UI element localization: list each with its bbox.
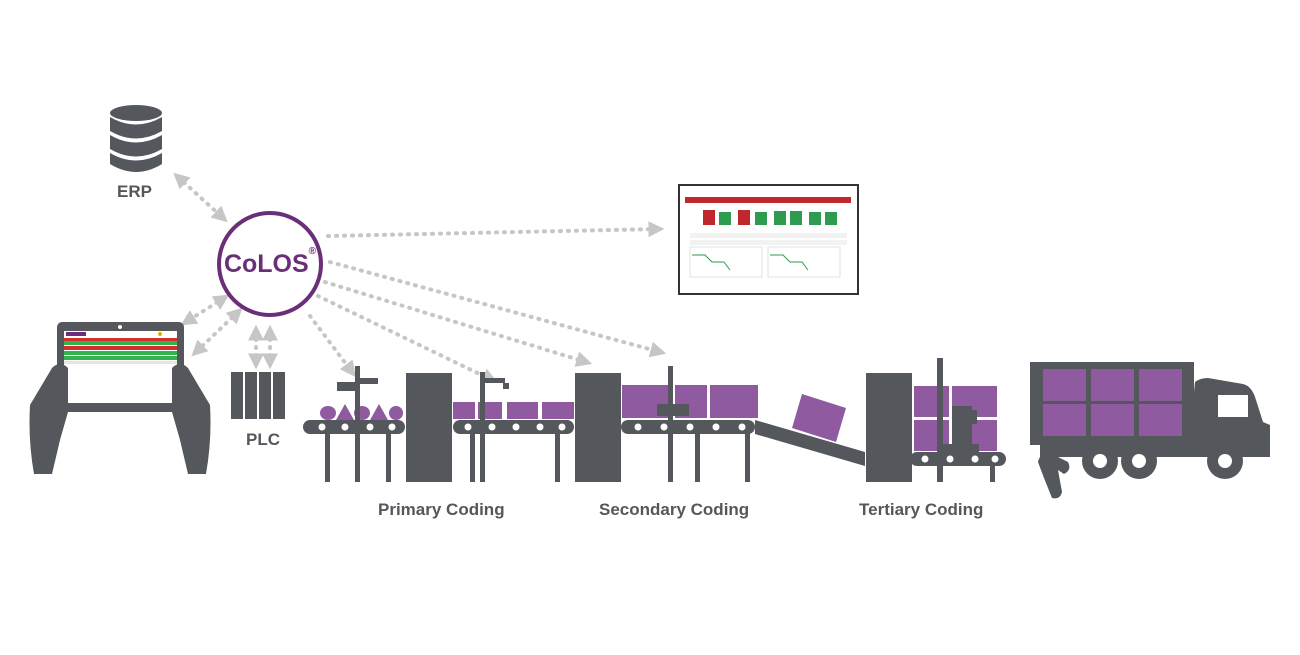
tertiary-coding-label: Tertiary Coding: [859, 500, 984, 519]
colos-logo-text: CoLOS®: [223, 245, 317, 278]
registered-mark: ®: [308, 245, 317, 257]
primary-coding-label: Primary Coding: [378, 500, 505, 519]
arrow-colos-primary-2: [316, 294, 498, 384]
arrow-colos-tablet-1: [180, 294, 230, 326]
barcode-scanner-icon: [1038, 453, 1070, 499]
conveyor-icon: [303, 358, 1006, 482]
connection-arrows: [173, 172, 667, 384]
dashboard-monitor-icon: [678, 184, 859, 295]
erp-label: ERP: [117, 182, 152, 201]
arrow-colos-tertiary: [328, 260, 667, 358]
arrow-colos-secondary: [323, 280, 593, 367]
arrow-colos-tablet-2: [191, 307, 243, 357]
arrow-colos-dashboard: [326, 221, 665, 238]
colos-logo: CoLOS®: [217, 211, 323, 317]
plc-icon: [231, 372, 285, 419]
tablet-icon: [57, 322, 184, 412]
truck-icon: [1030, 362, 1270, 479]
database-icon: [110, 105, 162, 172]
arrow-erp-colos: [173, 172, 228, 223]
plc-label: PLC: [246, 430, 280, 449]
secondary-coding-label: Secondary Coding: [599, 500, 750, 519]
arrow-colos-primary-1: [308, 314, 356, 378]
hands-icon: [29, 364, 211, 474]
printer-icon: [337, 366, 509, 482]
